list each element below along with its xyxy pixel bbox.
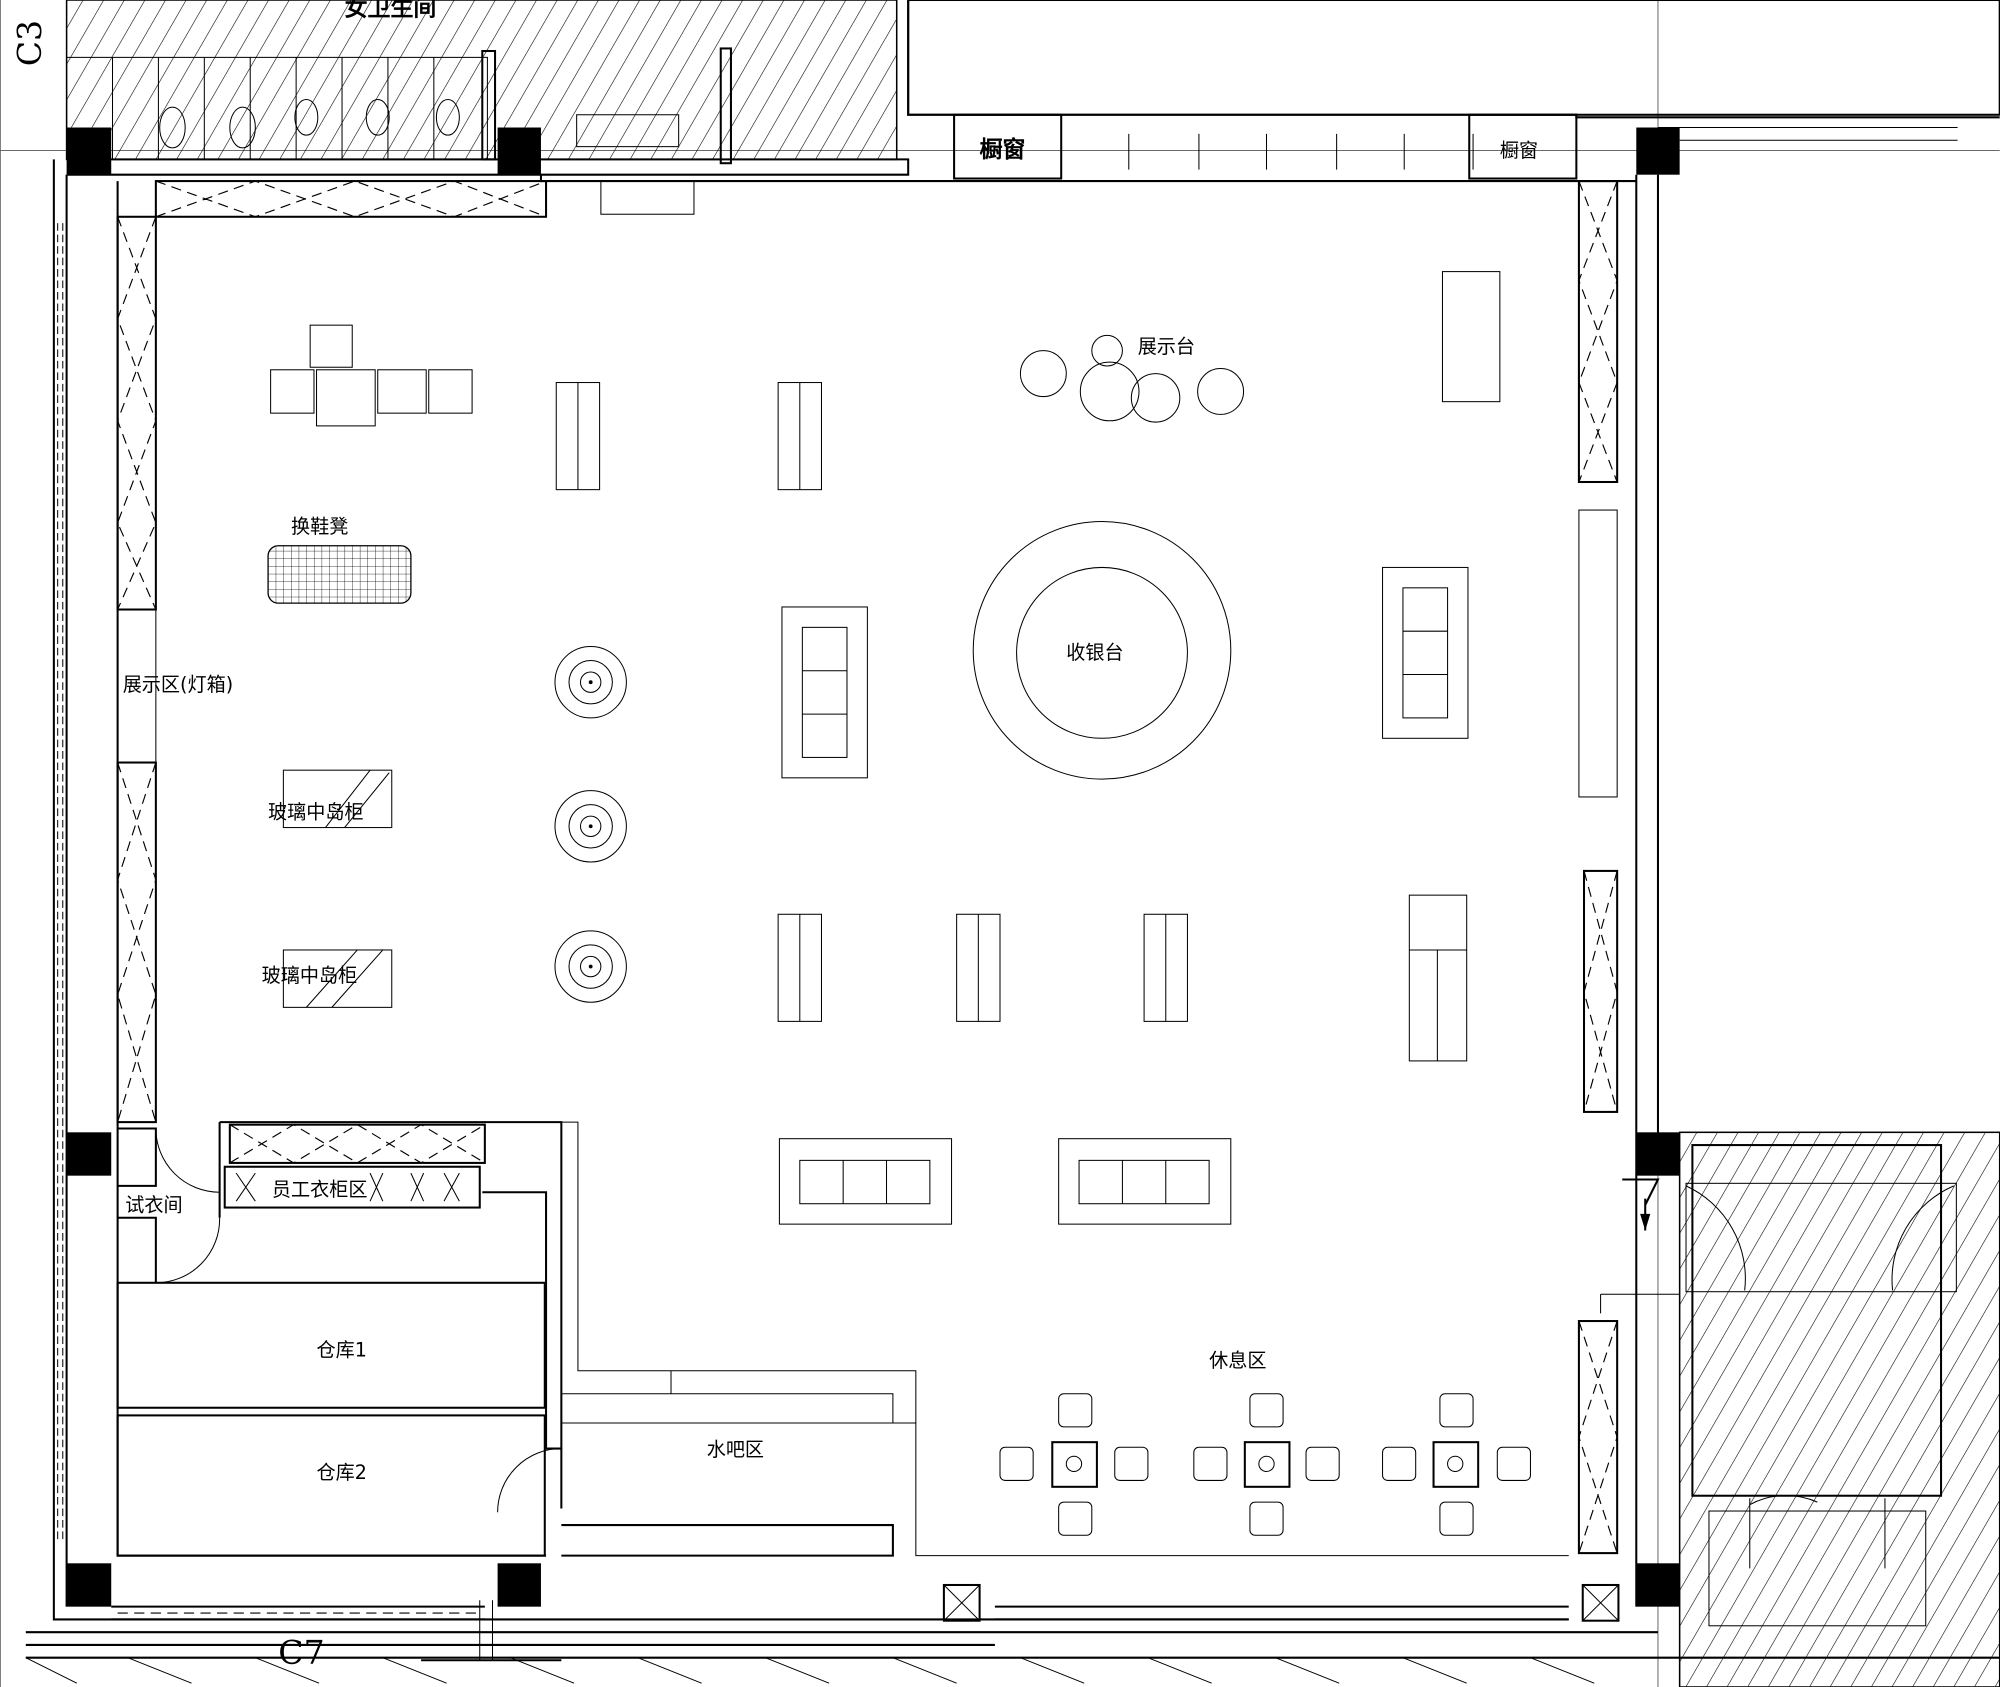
structural-columns [66, 127, 1680, 1607]
room-label-water-bar: 水吧区 [707, 1438, 764, 1461]
room-label-toilet: 女卫生间 [345, 0, 437, 21]
lounge-set [1382, 1393, 1531, 1536]
room-label-storage-1: 仓库1 [317, 1339, 367, 1362]
table-group [270, 324, 473, 427]
window-mullions [600, 133, 1474, 215]
grid-label-c3: C3 [10, 20, 49, 66]
show-window-left: 橱窗 [953, 113, 1063, 180]
glass-island-cabinet-1: 玻璃中岛柜 [268, 769, 393, 829]
room-label-glass-island: 玻璃中岛柜 [268, 801, 364, 824]
room-label-glass-island: 玻璃中岛柜 [262, 964, 358, 987]
round-displays [554, 645, 627, 1003]
room-label-storage-2: 仓库2 [317, 1461, 367, 1484]
display-stand: 展示台 [1019, 334, 1245, 423]
room-label-fitting-room: 试衣间 [125, 1193, 182, 1216]
room-label-display-area: 展示区(灯箱) [123, 673, 233, 696]
room-label-window: 橱窗 [1500, 139, 1538, 162]
lounge-set [1193, 1393, 1340, 1536]
show-window-right: 橱窗 [1468, 113, 1578, 180]
wall-cabinets: 展示区(灯箱) [116, 180, 1619, 1555]
cashier-counter: 收银台 [972, 521, 1232, 780]
exit-block [1600, 1131, 2000, 1687]
room-label-shoe-bench: 换鞋凳 [291, 515, 348, 538]
toilet-block: 女卫生间 C3 [10, 0, 898, 165]
glass-island-cabinet-2: 玻璃中岛柜 [262, 949, 393, 1008]
lounge-set [999, 1393, 1149, 1536]
room-label-lounge: 休息区 [1209, 1349, 1266, 1372]
room-label-cashier: 收银台 [1066, 641, 1123, 664]
lounge-area: 休息区 [999, 1349, 1531, 1536]
display-cabinets [778, 566, 1469, 1225]
shafts [942, 1583, 1620, 1622]
back-of-house: 员工衣柜区 试衣间 仓库1 仓库2 水吧区 [116, 1121, 1569, 1557]
grid-label-c7: C7 [278, 1633, 324, 1672]
room-label-window: 橱窗 [980, 136, 1026, 163]
room-label-staff-locker: 员工衣柜区 [272, 1178, 368, 1201]
clothing-racks [555, 382, 1468, 1062]
shoe-bench: 换鞋凳 [267, 515, 412, 604]
room-label-display-stand: 展示台 [1138, 335, 1195, 358]
